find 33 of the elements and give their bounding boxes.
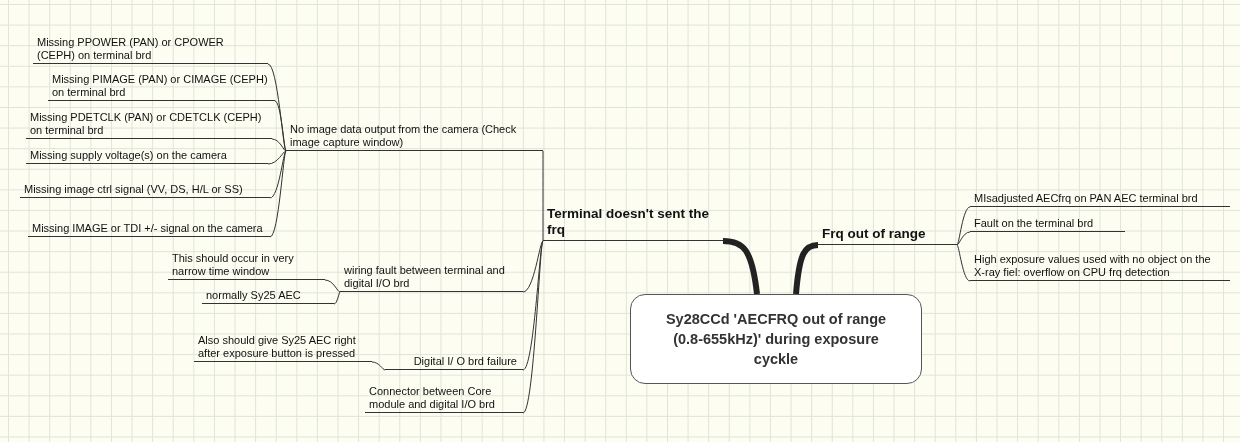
subtopic-label: MIsadjusted AECfrq on PAN AEC terminal brd: [970, 178, 1230, 207]
branch-line: [267, 150, 287, 165]
subtopic-label: Digital I/ O brd failure: [385, 353, 523, 370]
subtopic-label: Fault on the terminal brd: [970, 216, 1125, 232]
subtopic-label: Missing PIMAGE (PAN) or CIMAGE (CEPH) on terminal brd: [48, 72, 275, 101]
branch-line: [274, 100, 287, 152]
subtopic-label: Missing image ctrl signal (VV, DS, H/L or SS): [20, 168, 270, 198]
subtopic-label: Connector between Core module and digital I/O brd: [365, 384, 523, 413]
subtopic-label: Missing IMAGE or TDI +/- signal on the camera: [28, 208, 270, 237]
subtopic-label: Also should give Sy25 AEC right after exposure button is pressed: [194, 320, 372, 362]
subtopic-label: No image data output from the camera (Check image capture window): [286, 124, 543, 151]
branch-line: [371, 361, 386, 371]
subtopic-label: Missing supply voltage(s) on the camera: [26, 145, 268, 164]
branch-line: [522, 240, 544, 414]
subtopic-label: Missing PDETCLK (PAN) or CDETCLK (CEPH) on terminal brd: [26, 110, 272, 139]
main-topic-label: Terminal doesn't sent the frq: [543, 205, 723, 241]
subtopic-label: This should occur in very narrow time window: [168, 251, 325, 280]
subtopic-label: Missing PPOWER (PAN) or CPOWER (CEPH) on terminal brd: [33, 35, 268, 64]
branch-line: [271, 138, 287, 152]
branch-line: [956, 231, 971, 246]
branch-line: [269, 150, 287, 238]
branch-line: [269, 150, 287, 199]
subtopic-label: normally Sy25 AEC: [202, 287, 334, 304]
subtopic-label: wiring fault between terminal and digital I/O brd: [340, 262, 523, 292]
subtopic-label: High exposure values used with no object on the X-ray fiel: overflow on CPU frq detection: [970, 241, 1230, 281]
branch-line: [522, 240, 544, 293]
branch-line: [324, 279, 341, 293]
central-topic-box: Sy28CCd 'AECFRQ out of range (0.8-655kHz)' during exposure cyckle: [630, 294, 922, 384]
branch-line: [956, 206, 971, 246]
branch-line: [956, 244, 971, 282]
branch-line: [542, 150, 544, 242]
branch-line: [333, 291, 341, 305]
main-topic-label: Frq out of range: [818, 222, 957, 245]
